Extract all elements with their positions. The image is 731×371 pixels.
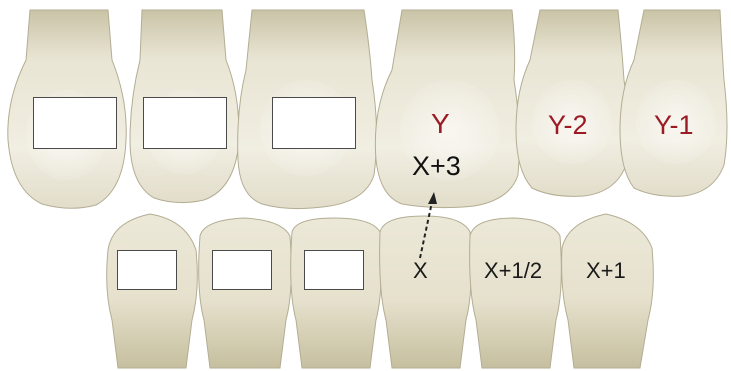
lower-tooth-3 xyxy=(291,218,382,368)
lower-tooth-4 xyxy=(380,216,472,368)
label-x-plus-1: X+1 xyxy=(586,260,626,282)
blank-box-upper-1 xyxy=(33,97,117,149)
label-y-minus-1: Y-1 xyxy=(654,112,694,139)
label-x-plus-3: X+3 xyxy=(412,153,461,180)
blank-box-lower-1 xyxy=(117,250,177,290)
lower-tooth-6 xyxy=(562,214,654,368)
blank-box-upper-2 xyxy=(143,97,227,149)
label-x: X xyxy=(413,260,428,282)
lower-tooth-5 xyxy=(470,218,562,368)
blank-box-lower-2 xyxy=(212,250,272,290)
blank-box-upper-3 xyxy=(272,97,356,149)
lower-tooth-1 xyxy=(107,214,198,368)
upper-tooth-5 xyxy=(516,10,629,196)
label-y: Y xyxy=(431,110,450,138)
lower-tooth-2 xyxy=(199,218,292,368)
label-x-plus-half: X+1/2 xyxy=(484,260,542,282)
upper-tooth-6 xyxy=(620,10,727,196)
label-y-minus-2: Y-2 xyxy=(548,112,588,139)
blank-box-lower-3 xyxy=(304,250,364,290)
